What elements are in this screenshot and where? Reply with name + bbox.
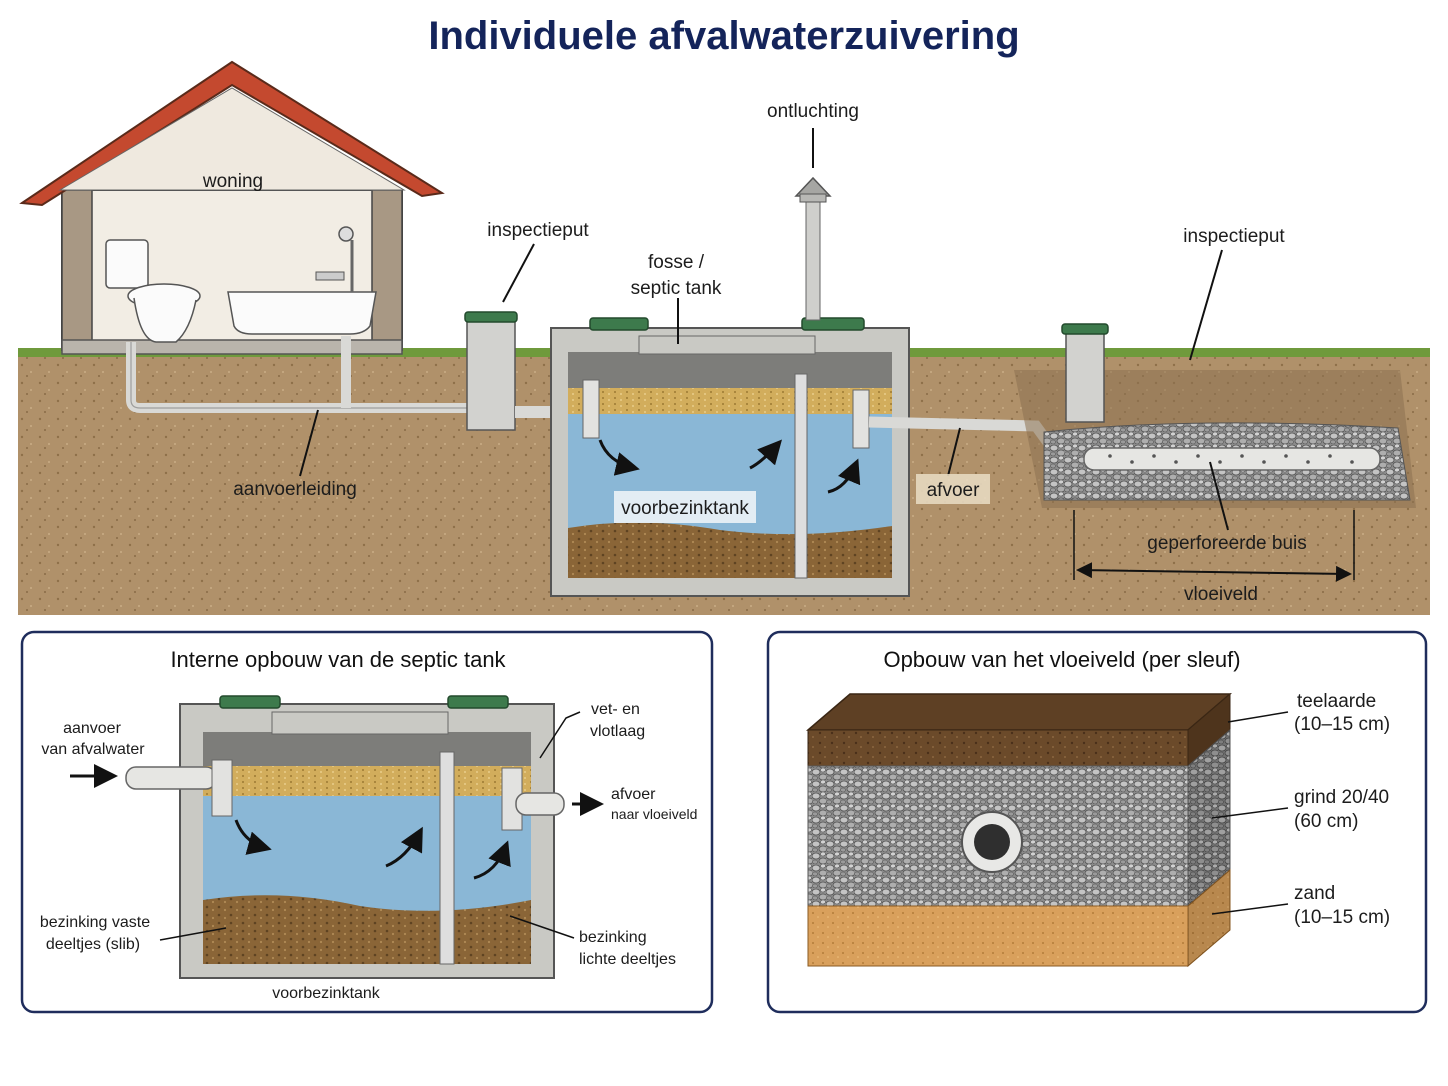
label-aanvoer-line2: van afvalwater (41, 741, 145, 758)
main-scene: woning inspectieput ontluchting fosse / … (18, 60, 1430, 615)
label-bezinking-vaste-line1: bezinking vaste (40, 914, 150, 931)
bathtub-icon (227, 226, 377, 335)
label-teelaarde-line2: (10–15 cm) (1294, 714, 1390, 735)
panel-right-title: Opbouw van het vloeiveld (per sleuf) (883, 647, 1240, 672)
layer-teelaarde (807, 729, 1189, 767)
label-grind-line2: (60 cm) (1294, 811, 1358, 832)
panel-septic-internal: Interne opbouw van de septic tank aanvoe… (20, 630, 714, 1014)
label-bezinking-lichte-line1: bezinking (579, 929, 647, 946)
label-inspectieput-right: inspectieput (1183, 226, 1285, 247)
label-zand-line1: zand (1294, 883, 1335, 904)
label-voorbezinktank: voorbezinktank (621, 498, 749, 519)
label-aanvoerleiding: aanvoerleiding (233, 479, 357, 500)
page-title: Individuele afvalwaterzuivering (428, 14, 1020, 58)
vloeiveld-trench (1014, 323, 1416, 508)
label-grind-line1: grind 20/40 (1294, 787, 1389, 808)
panel-left-title: Interne opbouw van de septic tank (170, 647, 506, 672)
label-teelaarde-line1: teelaarde (1297, 691, 1376, 712)
label-voorbezinktank-panel: voorbezinktank (272, 985, 381, 1002)
label-inspectieput-left: inspectieput (487, 220, 589, 241)
label-woning: woning (202, 171, 263, 192)
perforated-pipe (1083, 447, 1381, 471)
label-afvoer-panel-line1: afvoer (611, 786, 656, 803)
label-ontluchting: ontluchting (767, 101, 859, 122)
label-geperforeerde-buis: geperforeerde buis (1147, 533, 1307, 554)
layer-zand (807, 905, 1189, 967)
toilet-icon (105, 239, 201, 343)
panel-vloeiveld-structure: Opbouw van het vloeiveld (per sleuf) tee… (766, 630, 1428, 1014)
house (19, 60, 470, 413)
label-afvoer: afvoer (927, 480, 980, 501)
label-bezinking-vaste-line2: deeltjes (slib) (46, 936, 140, 953)
label-aanvoer-line1: aanvoer (63, 720, 121, 737)
label-vet-line1: vet- en (591, 701, 640, 718)
label-fosse-line1: fosse / (648, 252, 705, 273)
septic-tank (550, 317, 910, 597)
vent-pipe (794, 176, 832, 321)
label-fosse-line2: septic tank (631, 278, 722, 299)
label-vet-line2: vlotlaag (590, 723, 645, 740)
label-zand-line2: (10–15 cm) (1294, 907, 1390, 928)
label-vloeiveld: vloeiveld (1184, 584, 1258, 605)
label-afvoer-panel-line2: naar vloeiveld (611, 806, 697, 822)
label-bezinking-lichte-line2: lichte deeltjes (579, 951, 676, 968)
